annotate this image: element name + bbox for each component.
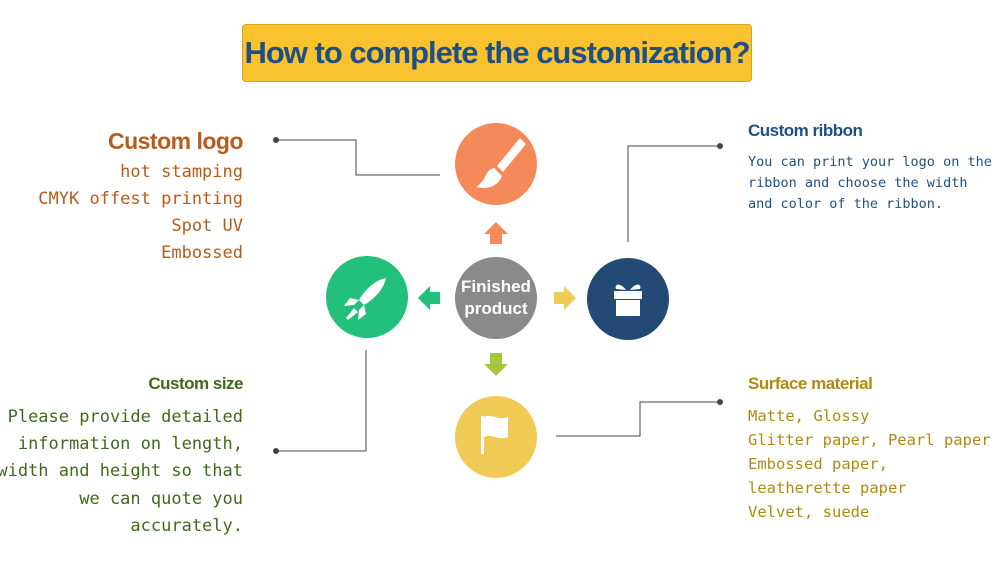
- custom-logo-line-1: hot stamping: [120, 162, 243, 182]
- finished-line-1: Finished: [461, 277, 531, 296]
- finished-product-label: Finished product: [456, 276, 536, 320]
- arrow-right-icon: [554, 286, 576, 310]
- custom-ribbon-heading: Custom ribbon: [748, 121, 863, 140]
- circle-top-orange: [455, 123, 537, 205]
- connector-logo: [276, 139, 440, 176]
- finished-line-2: product: [464, 299, 528, 318]
- connector-surface: [556, 401, 720, 437]
- custom-size-line-1: Please provide detailed: [7, 407, 243, 427]
- circle-center-gray: [455, 257, 537, 339]
- custom-ribbon-line-1: You can print your logo on the: [748, 154, 992, 170]
- connector-size: [276, 350, 367, 452]
- dot-surface: [717, 399, 723, 405]
- dot-logo: [273, 137, 279, 143]
- custom-size-heading: Custom size: [148, 374, 243, 393]
- custom-ribbon-line-3: and color of the ribbon.: [748, 196, 944, 212]
- custom-size-line-4: we can quote you: [79, 489, 243, 509]
- custom-logo-line-2: CMYK offest printing: [38, 189, 243, 209]
- custom-size-line-3: width and height so that: [0, 461, 243, 481]
- surface-material-heading: Surface material: [748, 374, 873, 393]
- surface-material-line-2: Glitter paper, Pearl paper: [748, 431, 991, 449]
- title-banner: How to complete the customization?: [242, 24, 752, 82]
- surface-material-line-3: Embossed paper,: [748, 455, 888, 473]
- arrow-left-icon: [418, 286, 440, 310]
- surface-material-line-4: leatherette paper: [748, 479, 907, 497]
- arrow-up-icon: [484, 222, 508, 244]
- custom-logo-line-4: Embossed: [161, 243, 243, 263]
- dot-ribbon: [717, 143, 723, 149]
- surface-material-line-1: Matte, Glossy: [748, 407, 870, 425]
- arrow-down-icon: [484, 353, 508, 376]
- custom-size-line-2: information on length,: [17, 434, 243, 454]
- paintbrush-icon: [476, 138, 526, 188]
- connector-lines: [276, 139, 720, 452]
- flag-icon: [481, 415, 508, 454]
- surface-material-line-5: Velvet, suede: [748, 503, 870, 521]
- dot-size: [273, 448, 279, 454]
- gift-box-icon: [614, 284, 642, 316]
- custom-logo-heading: Custom logo: [107, 128, 244, 154]
- custom-ribbon-line-2: ribbon and choose the width: [748, 175, 968, 191]
- page-title: How to complete the customization?: [244, 35, 750, 70]
- custom-size-line-5: accurately.: [130, 516, 243, 536]
- connector-dots: [273, 137, 723, 454]
- custom-logo-line-3: Spot UV: [171, 216, 243, 236]
- rocket-icon: [344, 278, 386, 320]
- connector-ribbon: [627, 145, 720, 242]
